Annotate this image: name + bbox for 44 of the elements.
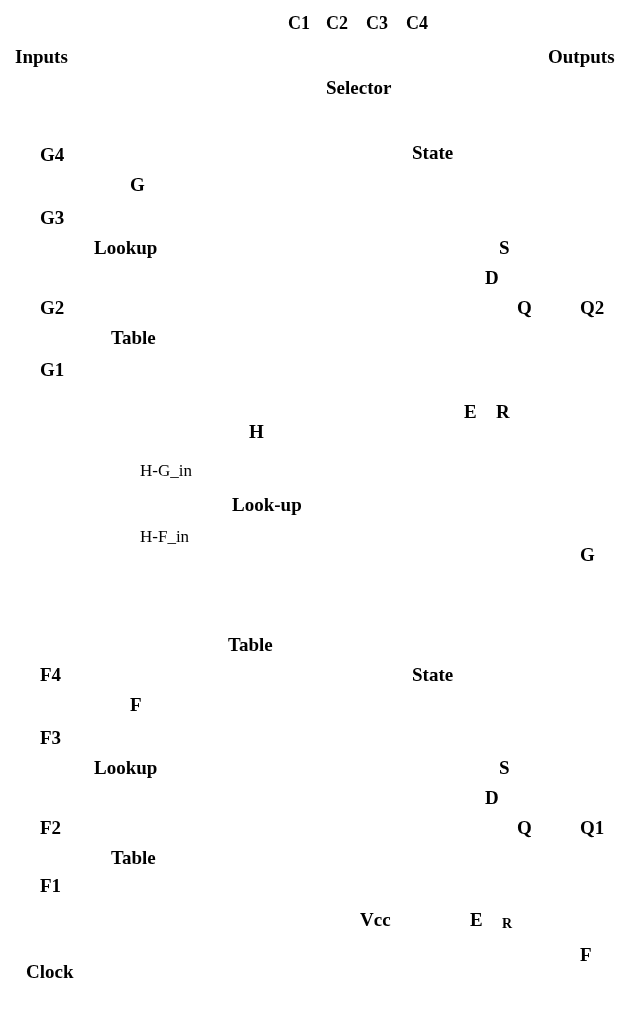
text-label: Table bbox=[111, 848, 156, 867]
text-label: E bbox=[470, 910, 483, 929]
text-label: C3 bbox=[366, 14, 388, 32]
text-label: Q2 bbox=[580, 298, 605, 317]
text-label: F3 bbox=[40, 728, 62, 747]
text-label: Lookup bbox=[94, 238, 158, 257]
text-label: C1 bbox=[288, 14, 310, 32]
text-label: R bbox=[496, 402, 510, 421]
text-label: S bbox=[499, 238, 510, 257]
text-label: D bbox=[485, 788, 499, 807]
text-label: State bbox=[412, 665, 454, 684]
text-label: G1 bbox=[40, 360, 65, 379]
text-label: Selector bbox=[326, 78, 392, 97]
text-label: F2 bbox=[40, 818, 62, 837]
text-label: F bbox=[130, 695, 142, 714]
text-label: G4 bbox=[40, 145, 65, 164]
text-label: Lookup bbox=[94, 758, 158, 777]
text-label: Q1 bbox=[580, 818, 605, 837]
text-label: Vcc bbox=[360, 910, 391, 929]
text-label: G2 bbox=[40, 298, 65, 317]
text-label: G bbox=[130, 175, 145, 194]
text-label: Look-up bbox=[232, 495, 302, 514]
text-label: F4 bbox=[40, 665, 62, 684]
text-label: Q bbox=[517, 298, 532, 317]
text-label: H bbox=[249, 422, 264, 441]
text-label: F1 bbox=[40, 876, 62, 895]
text-label: State bbox=[412, 143, 454, 162]
text-label: E bbox=[464, 402, 477, 421]
text-label: H-F_in bbox=[140, 528, 190, 545]
text-label: D bbox=[485, 268, 499, 287]
text-label: Inputs bbox=[15, 47, 68, 66]
text-label: R bbox=[502, 917, 513, 931]
text-label: Clock bbox=[26, 962, 74, 981]
text-label: C4 bbox=[406, 14, 428, 32]
text-label: Outputs bbox=[548, 47, 615, 66]
text-label: Q bbox=[517, 818, 532, 837]
text-label: G3 bbox=[40, 208, 65, 227]
text-label: S bbox=[499, 758, 510, 777]
text-label: Table bbox=[111, 328, 156, 347]
text-label: G bbox=[580, 545, 595, 564]
text-label: F bbox=[580, 945, 592, 964]
text-label: H-G_in bbox=[140, 462, 192, 479]
text-label: C2 bbox=[326, 14, 348, 32]
text-label: Table bbox=[228, 635, 273, 654]
